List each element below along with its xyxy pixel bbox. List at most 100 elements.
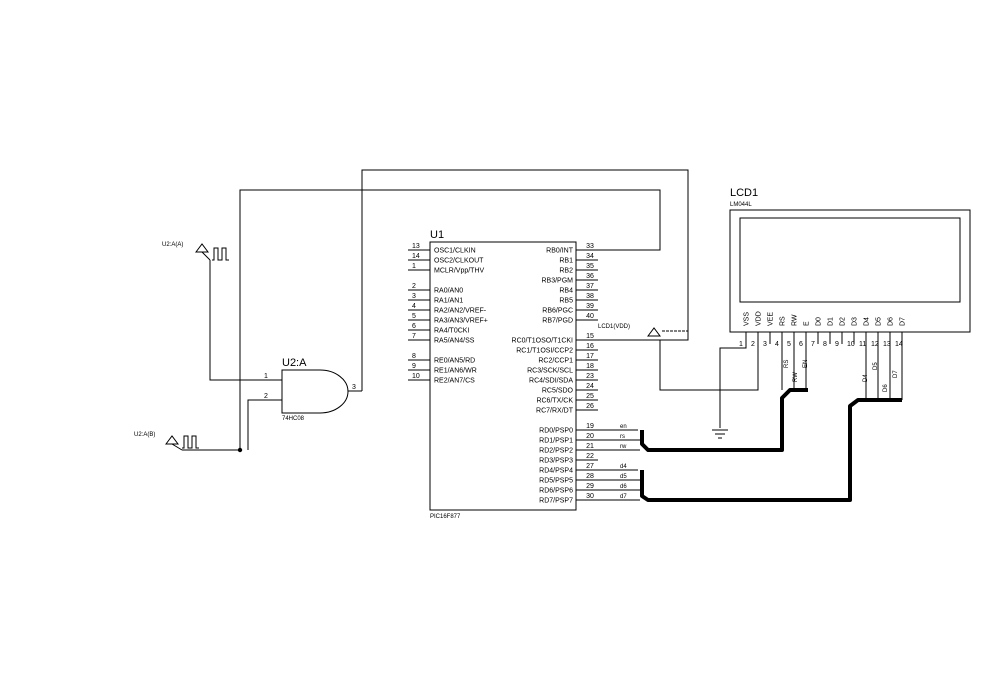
lcd-net-en: EN — [803, 360, 809, 368]
mcu-pin-num: 20 — [586, 433, 594, 440]
power-flag-icon — [647, 327, 661, 337]
gate-pin-3-num: 3 — [352, 384, 356, 391]
mcu-pin-label: RB4 — [559, 288, 573, 295]
lcd-pin-label: VEE — [768, 312, 775, 326]
lcd-pin-label: D7 — [900, 317, 907, 326]
mcu-pin-num: 27 — [586, 463, 594, 470]
lcd-net-d6: D6 — [883, 384, 889, 392]
mcu-pin-label: OSC2/CLKOUT — [434, 258, 484, 265]
lcd-power-label: LCD1(VDD) — [598, 324, 630, 330]
net-en: en — [620, 424, 627, 430]
lcd-pin-label: D6 — [888, 317, 895, 326]
mcu-pin-label: RA4/T0CKI — [434, 328, 469, 335]
mcu-pin-num: 18 — [586, 363, 594, 370]
lcd-pin-num: 7 — [811, 341, 815, 348]
mcu-pin-num: 5 — [412, 313, 416, 320]
mcu-pin-num: 24 — [586, 383, 594, 390]
mcu-pin-num: 40 — [586, 313, 594, 320]
mcu-pin-label: RB3/PGM — [541, 278, 573, 285]
mcu-pin-num: 9 — [412, 363, 416, 370]
mcu-pin-label: OSC1/CLKIN — [434, 248, 476, 255]
and-gate-body — [281, 369, 349, 414]
mcu-ref: U1 — [430, 229, 444, 241]
lcd-pin-num: 13 — [883, 341, 891, 348]
mcu-pin-num: 14 — [412, 253, 420, 260]
lcd-pin-label: E — [804, 321, 811, 326]
mcu-pin-num: 34 — [586, 253, 594, 260]
wires — [182, 169, 759, 451]
mcu-pin-label: RE0/AN5/RD — [434, 358, 475, 365]
junction-node — [237, 447, 243, 453]
gen-a-lead — [201, 251, 211, 261]
gen-a-pulse-icon — [212, 247, 229, 261]
lcd-pin-num: 9 — [835, 341, 839, 348]
mcu-pin-num: 25 — [586, 393, 594, 400]
lcd-pin-num: 10 — [847, 341, 855, 348]
mcu-pin-label: RA0/AN0 — [434, 288, 463, 295]
mcu-pin-num: 38 — [586, 293, 594, 300]
mcu-part: PIC16F877 — [430, 514, 461, 520]
wire-lcd-vss — [719, 344, 747, 428]
mcu-pin-label: RB2 — [559, 268, 573, 275]
mcu-pin-label: RC7/RX/DT — [536, 408, 574, 415]
mcu-pin-num: 36 — [586, 273, 594, 280]
mcu-pin-label: MCLR/Vpp/THV — [434, 268, 485, 275]
mcu-pin-label: RD7/PSP7 — [539, 498, 573, 505]
mcu-pin-num: 35 — [586, 263, 594, 270]
mcu-pin-num: 28 — [586, 473, 594, 480]
lcd-net-rs: RS — [784, 360, 790, 368]
lcd-pin-num: 12 — [871, 341, 879, 348]
mcu-pin-label: RB7/PGD — [542, 318, 573, 325]
mcu-pin-label: RB5 — [559, 298, 573, 305]
mcu-pin-label: RC1/T1OSI/CCP2 — [516, 348, 573, 355]
mcu-left-pins: 13OSC1/CLKIN14OSC2/CLKOUT1MCLR/Vpp/THV2R… — [408, 243, 488, 385]
clock-generator-b[interactable]: U2:A(B) — [134, 432, 199, 451]
mcu-pin-label: RD3/PSP3 — [539, 458, 573, 465]
lcd-pin-num: 14 — [895, 341, 903, 348]
gen-b-pulse-icon — [182, 435, 199, 449]
lcd-pin-num: 11 — [859, 341, 866, 348]
net-d6: d6 — [620, 484, 627, 490]
lcd-pin-label: VSS — [744, 312, 751, 326]
mcu-pin-label: RC0/T1OSO/T1CKI — [512, 338, 574, 345]
lcd-pin-num: 5 — [787, 341, 791, 348]
mcu-pin-num: 7 — [412, 333, 416, 340]
gen-a-flag-icon — [195, 243, 209, 253]
lcd-net-d5: D5 — [873, 362, 879, 370]
ground-icon — [712, 429, 728, 439]
net-d7: d7 — [620, 494, 627, 500]
mcu-pin-label: RB0/INT — [546, 248, 574, 255]
mcu-pin-label: RA2/AN2/VREF- — [434, 308, 487, 315]
mcu-pin-label: RC6/TX/CK — [536, 398, 573, 405]
net-rw: rw — [620, 444, 627, 450]
gen-b-flag-icon — [165, 435, 179, 445]
mcu-pin-num: 37 — [586, 283, 594, 290]
net-d5: d5 — [620, 474, 627, 480]
bus-entries-mcu — [598, 429, 640, 501]
mcu-pin-num: 23 — [586, 373, 594, 380]
mcu-pin-label: RD1/PSP1 — [539, 438, 573, 445]
lcd-body — [729, 209, 971, 333]
lcd-net-d7: D7 — [893, 370, 899, 378]
wire-lcd-vdd — [659, 340, 759, 391]
mcu-pin-num: 1 — [412, 263, 416, 270]
mcu-pin-label: RD2/PSP2 — [539, 448, 573, 455]
clock-generator-a[interactable]: U2:A(A) — [162, 242, 229, 261]
mcu-pin-num: 4 — [412, 303, 416, 310]
gen-a-label: U2:A(A) — [162, 242, 183, 248]
lcd-screen — [739, 217, 961, 303]
net-rs: rs — [620, 434, 625, 440]
gen-b-label: U2:A(B) — [134, 432, 155, 438]
wire-gate-out — [361, 169, 689, 391]
wire-gate-in2 — [247, 399, 258, 450]
mcu-pin-num: 26 — [586, 403, 594, 410]
lcd-pin-label: RW — [792, 314, 799, 326]
lcd-pin-num: 6 — [799, 341, 803, 348]
mcu-pin-label: RD6/PSP6 — [539, 488, 573, 495]
mcu-pin-num: 15 — [586, 333, 594, 340]
lcd-pin-num: 3 — [763, 341, 767, 348]
mcu-pin-num: 16 — [586, 343, 594, 350]
mcu-pin-num: 39 — [586, 303, 594, 310]
